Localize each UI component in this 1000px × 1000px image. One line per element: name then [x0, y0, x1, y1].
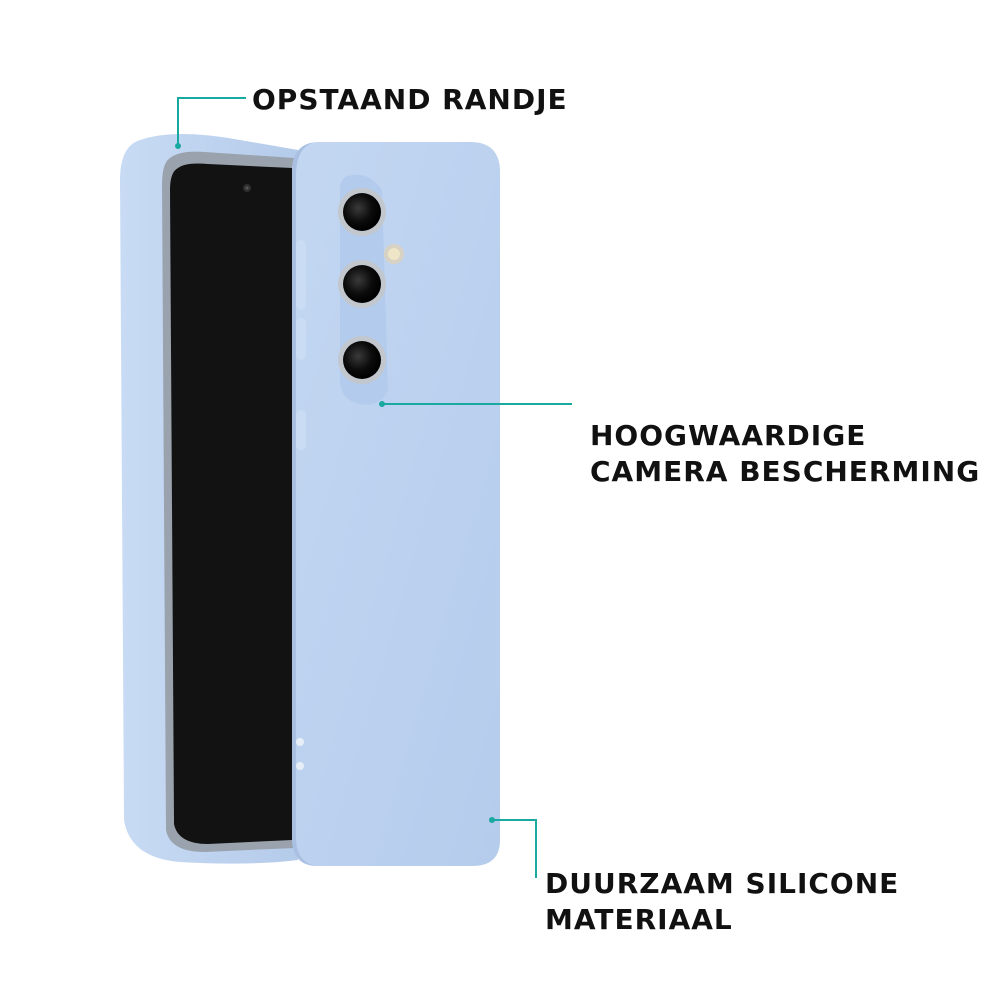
camera-callout-dot [379, 401, 385, 407]
front-phone-case [120, 134, 298, 864]
side-button-cover [296, 410, 306, 450]
callout-camera-line-1: HOOGWAARDIGE [590, 419, 867, 452]
back-phone-case [292, 142, 500, 866]
callout-rim-line-1: OPSTAAND RANDJE [252, 83, 568, 116]
side-button-cover [296, 318, 306, 360]
flash-icon [388, 248, 400, 260]
camera-lens-icon [343, 341, 381, 379]
phone-screen [170, 163, 292, 844]
camera-lens-icon [343, 265, 381, 303]
callout-material-line-1: DUURZAAM SILICONE [545, 867, 900, 900]
callout-camera-line-2: CAMERA BESCHERMING [590, 455, 981, 488]
callout-material-label: DUURZAAM SILICONE MATERIAAL [545, 866, 899, 938]
camera-lens-icon [343, 193, 381, 231]
callout-material-line-2: MATERIAAL [545, 903, 733, 936]
rim-callout-dot [175, 143, 181, 149]
front-camera-dot-inner [245, 186, 249, 190]
callout-lines [175, 97, 572, 878]
side-button-cover [296, 240, 306, 310]
callout-rim-label: OPSTAAND RANDJE [252, 82, 568, 118]
callout-camera-label: HOOGWAARDIGE CAMERA BESCHERMING [590, 418, 980, 490]
case-hole [296, 762, 304, 770]
material-callout-line [492, 819, 537, 878]
material-callout-dot [489, 817, 495, 823]
case-hole [296, 738, 304, 746]
rim-callout-line [177, 97, 246, 146]
back-case-side-edge [292, 142, 320, 866]
